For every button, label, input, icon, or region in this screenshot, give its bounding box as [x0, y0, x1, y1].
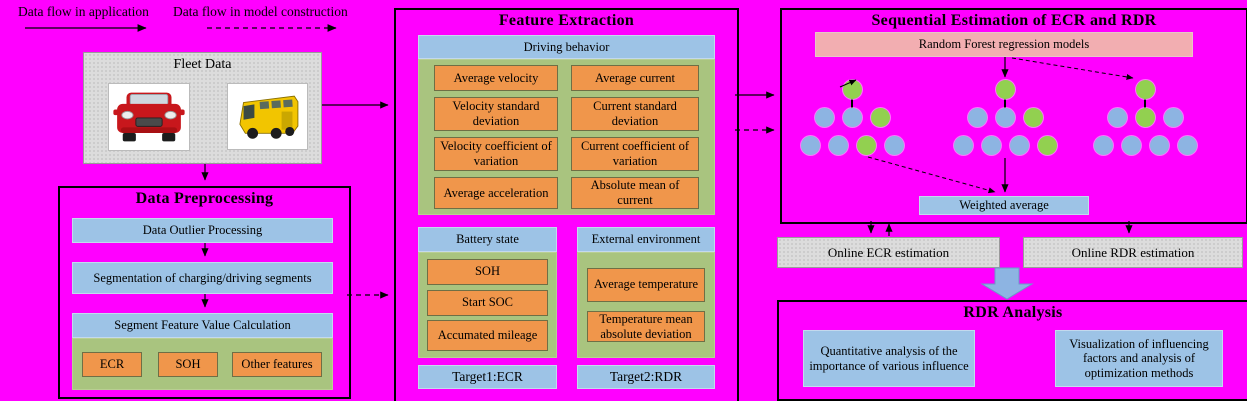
tree-node-blue	[1149, 136, 1169, 155]
feature-box: Average current	[571, 65, 699, 91]
feature-box: Start SOC	[427, 289, 548, 316]
driving-behavior-grid: Average velocity Average current Velocit…	[418, 59, 715, 215]
tree-node-blue	[1093, 136, 1113, 155]
tree-node-blue	[800, 136, 820, 155]
feature-box: Velocity coefficient of variation	[434, 137, 558, 171]
sequential-estimation-title: Sequential Estimation of ECR and RDR	[871, 12, 1157, 29]
tree-node-blue	[1107, 108, 1127, 127]
legend-application-label: Data flow in application	[18, 4, 149, 19]
decision-tree-3	[1090, 80, 1200, 160]
tree-node-blue	[995, 108, 1015, 127]
tree-node-green	[856, 136, 876, 155]
tree-node-blue	[884, 136, 904, 155]
tree-node-blue	[828, 136, 848, 155]
feature-box: Current coefficient of variation	[571, 137, 699, 171]
tree-node-blue	[981, 136, 1001, 155]
tree-node-green	[995, 80, 1015, 99]
ecr-feature-box: ECR	[82, 352, 142, 377]
battery-state-items: SOH Start SOC Accumated mileage	[427, 254, 548, 356]
online-rdr-estimation-box: Online RDR estimation	[1023, 237, 1243, 268]
feature-extraction-title: Feature Extraction	[498, 12, 635, 29]
rdr-analysis-title: RDR Analysis	[963, 304, 1063, 321]
data-preprocessing-title: Data Preprocessing	[135, 190, 274, 207]
bus-image	[227, 83, 308, 150]
battery-state-header: Battery state	[418, 227, 557, 252]
tree-row	[967, 108, 1043, 127]
data-preprocessing-panel: Data Preprocessing	[58, 186, 351, 399]
driving-behavior-header: Driving behavior	[418, 35, 715, 59]
feature-box: Average temperature	[587, 267, 705, 302]
tree-node-blue	[1177, 136, 1197, 155]
tree-node-blue	[967, 108, 987, 127]
tree-row	[814, 108, 890, 127]
weighted-average-box: Weighted average	[919, 196, 1089, 215]
tree-node-green	[870, 108, 890, 127]
tree-node-green	[1135, 80, 1155, 99]
data-outlier-processing-box: Data Outlier Processing	[72, 218, 333, 243]
tree-row	[995, 80, 1015, 99]
decision-tree-2	[950, 80, 1060, 160]
feature-box: Average velocity	[434, 65, 558, 91]
tree-row	[800, 136, 904, 155]
soh-feature-box: SOH	[158, 352, 218, 377]
external-environment-items: Average temperature Temperature mean abs…	[587, 258, 705, 352]
fleet-data-title: Fleet Data	[173, 57, 232, 72]
tree-node-green	[1135, 108, 1155, 127]
feature-box: Velocity standard deviation	[434, 97, 558, 131]
feature-box: Average acceleration	[434, 177, 558, 209]
tree-edge	[1004, 98, 1006, 110]
legend-model-label: Data flow in model construction	[173, 4, 348, 19]
tree-edge	[851, 98, 853, 110]
tree-node-blue	[842, 108, 862, 127]
red-car-icon	[113, 92, 185, 142]
target2-rdr-box: Target2:RDR	[577, 365, 715, 389]
decision-tree-1	[797, 80, 907, 160]
car-image	[108, 83, 190, 151]
tree-node-blue	[1163, 108, 1183, 127]
tree-node-blue	[1121, 136, 1141, 155]
big-down-arrow	[980, 267, 1034, 300]
yellow-bus-icon	[238, 95, 298, 139]
random-forest-box: Random Forest regression models	[815, 32, 1193, 57]
quantitative-analysis-box: Quantitative analysis of the importance …	[803, 330, 975, 387]
tree-node-green	[1023, 108, 1043, 127]
external-environment-header: External environment	[577, 227, 715, 252]
feature-box: Temperature mean absolute deviation	[587, 311, 705, 343]
visualization-box: Visualization of influencing factors and…	[1055, 330, 1223, 387]
tree-row	[1135, 80, 1155, 99]
tree-edge	[1144, 98, 1146, 110]
feature-box: Accumated mileage	[427, 320, 548, 352]
tree-row	[953, 136, 1057, 155]
tree-node-green	[842, 80, 862, 99]
feature-box: Absolute mean of current	[571, 177, 699, 209]
feature-box: Current standard deviation	[571, 97, 699, 131]
tree-row	[1107, 108, 1183, 127]
feature-box: SOH	[427, 258, 548, 285]
tree-node-green	[1037, 136, 1057, 155]
tree-row	[842, 80, 862, 99]
target1-ecr-box: Target1:ECR	[418, 365, 557, 389]
segmentation-box: Segmentation of charging/driving segment…	[72, 262, 333, 294]
tree-node-blue	[1009, 136, 1029, 155]
tree-node-blue	[953, 136, 973, 155]
rdr-analysis-panel: RDR Analysis	[777, 300, 1247, 401]
tree-row	[1093, 136, 1197, 155]
online-ecr-estimation-box: Online ECR estimation	[777, 237, 1000, 268]
segment-feature-value-box: Segment Feature Value Calculation	[72, 313, 333, 338]
tree-node-blue	[814, 108, 834, 127]
other-features-box: Other features	[232, 352, 322, 377]
feature-extraction-panel: Feature Extraction	[394, 8, 739, 401]
